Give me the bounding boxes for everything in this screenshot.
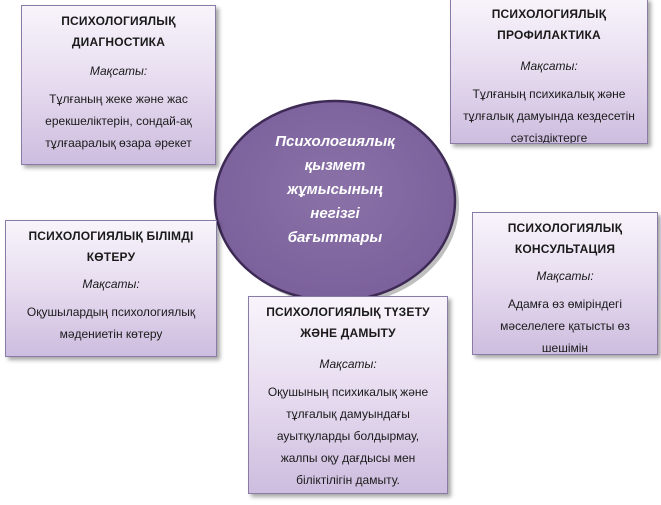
prevention-description: Тұлғаның психикалық және тұлғалық дамуын… — [463, 87, 635, 144]
diagnostics-title: ПСИХОЛОГИЯЛЫҚ ДИАГНОСТИКА — [61, 14, 176, 49]
diagnostics-box: ПСИХОЛОГИЯЛЫҚ ДИАГНОСТИКА Мақсаты: Тұлға… — [21, 5, 216, 165]
diagnostics-description: Тұлғаның жеке және жас ерекшеліктерін, с… — [45, 92, 192, 150]
correction-description: Оқушының психикалық және тұлғалық дамуын… — [267, 385, 429, 487]
central-title: Психологиялық қызмет жұмысының негізгі б… — [275, 133, 395, 246]
education-box: ПСИХОЛОГИЯЛЫҚ БІЛІМДІ КӨТЕРУ Мақсаты: Оқ… — [5, 220, 217, 357]
correction-box: ПСИХОЛОГИЯЛЫҚ ТҮЗЕТУ ЖӘНЕ ДАМЫТУ Мақсаты… — [248, 296, 448, 494]
correction-title: ПСИХОЛОГИЯЛЫҚ ТҮЗЕТУ ЖӘНЕ ДАМЫТУ — [266, 305, 430, 340]
education-title: ПСИХОЛОГИЯЛЫҚ БІЛІМДІ КӨТЕРУ — [28, 229, 194, 264]
education-goal-label: Мақсаты: — [82, 277, 140, 291]
prevention-title: ПСИХОЛОГИЯЛЫҚ ПРОФИЛАКТИКА — [491, 7, 607, 42]
education-description: Оқушылардың психологиялық мәдениетін көт… — [26, 305, 196, 341]
consultation-goal-label: Мақсаты: — [536, 269, 594, 283]
prevention-goal-label: Мақсаты: — [520, 59, 578, 73]
consultation-box: ПСИХОЛОГИЯЛЫҚ КОНСУЛЬТАЦИЯ Мақсаты: Адам… — [472, 212, 658, 355]
correction-goal-label: Мақсаты: — [319, 357, 377, 371]
consultation-title: ПСИХОЛОГИЯЛЫҚ КОНСУЛЬТАЦИЯ — [507, 221, 623, 256]
central-oval — [213, 99, 459, 305]
diagnostics-goal-label: Мақсаты: — [89, 64, 148, 78]
consultation-description: Адамға өз өміріндегі мәселелеге қатысты … — [500, 297, 630, 355]
prevention-box: ПСИХОЛОГИЯЛЫҚ ПРОФИЛАКТИКА Мақсаты: Тұлғ… — [450, 0, 648, 144]
